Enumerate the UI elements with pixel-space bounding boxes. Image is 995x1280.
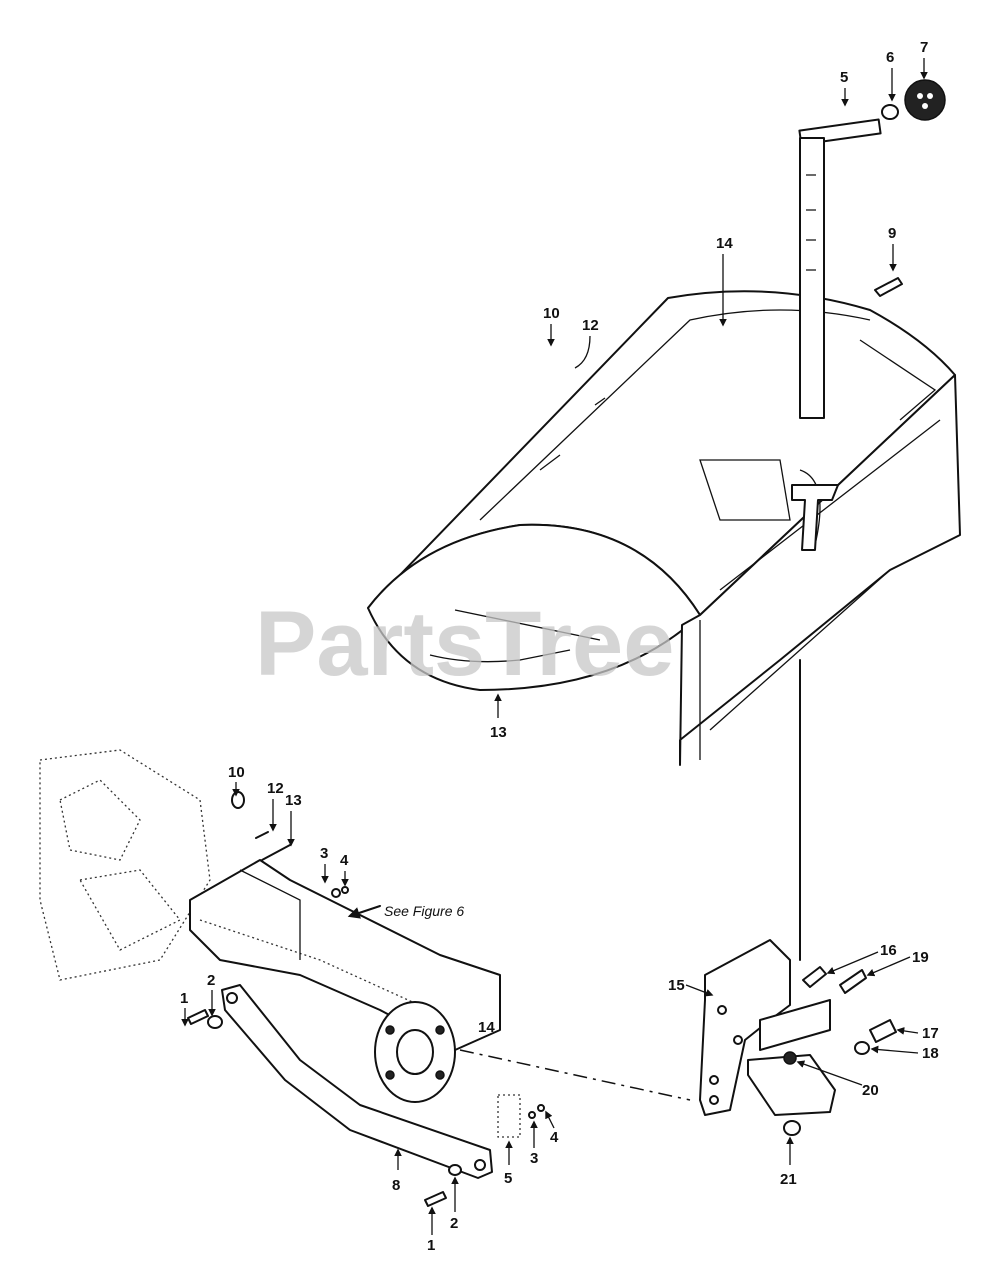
part-labels: 5 6 7 9 14 10 12 13 10 12 13 3 4 See Fig… [180, 39, 939, 1254]
watermark: PartsTree [255, 593, 674, 695]
nut-20 [783, 1051, 797, 1065]
label-14-top: 14 [716, 235, 733, 252]
mounting-bracket-15 [699, 939, 791, 1116]
label-9: 9 [888, 225, 896, 242]
see-figure-note: See Figure 6 [384, 903, 464, 919]
label-12-top: 12 [582, 317, 599, 334]
label-10-bottom: 10 [228, 764, 245, 781]
label-14-bottom: 14 [478, 1019, 495, 1036]
knob-7 [904, 79, 946, 121]
label-1-bottom: 1 [427, 1237, 435, 1254]
label-5-top: 5 [840, 69, 848, 86]
bolt-1a [187, 1009, 209, 1025]
nut-18 [854, 1041, 870, 1055]
label-19: 19 [912, 949, 929, 966]
label-3-top: 3 [320, 845, 328, 862]
label-12-bottom: 12 [267, 780, 284, 797]
label-21: 21 [780, 1171, 797, 1188]
label-10-top: 10 [543, 305, 560, 322]
leader-arrows [181, 58, 928, 1235]
label-3-bottom: 3 [530, 1150, 538, 1167]
nut-2b [448, 1164, 462, 1176]
depth-bar-foot [791, 484, 839, 551]
label-2-bottom: 2 [450, 1215, 458, 1232]
label-5-bottom: 5 [504, 1170, 512, 1187]
support-arm-8 [221, 984, 493, 1179]
label-15: 15 [668, 977, 685, 994]
cap-21 [783, 1120, 801, 1136]
depth-bar [799, 137, 825, 419]
label-13-bottom: 13 [285, 792, 302, 809]
label-6: 6 [886, 49, 894, 66]
label-18: 18 [922, 1045, 939, 1062]
clip-12b [255, 831, 269, 839]
tine-shield-side-flap [679, 374, 961, 766]
gearbox-assembly [39, 749, 545, 1207]
bolt-9 [874, 277, 903, 297]
depth-bar-assembly [791, 79, 946, 551]
pin-16 [802, 966, 827, 988]
bolt-10b [231, 791, 245, 809]
nut-2a [207, 1015, 223, 1029]
label-4-top: 4 [340, 852, 349, 869]
label-17: 17 [922, 1025, 939, 1042]
spacer-5 [497, 1094, 521, 1138]
label-4-bottom: 4 [550, 1129, 559, 1146]
bolt-19 [839, 969, 867, 994]
depth-bracket-assembly [699, 939, 897, 1136]
label-20: 20 [862, 1082, 879, 1099]
washer-6 [881, 104, 899, 120]
label-1-top: 1 [180, 990, 188, 1007]
label-2-top: 2 [207, 972, 215, 989]
label-8: 8 [392, 1177, 400, 1194]
label-16: 16 [880, 942, 897, 959]
label-13-top: 13 [490, 724, 507, 741]
spacer-17 [869, 1019, 897, 1043]
label-7: 7 [920, 39, 928, 56]
bolt-1b [424, 1191, 447, 1207]
bracket-20 [759, 999, 831, 1051]
